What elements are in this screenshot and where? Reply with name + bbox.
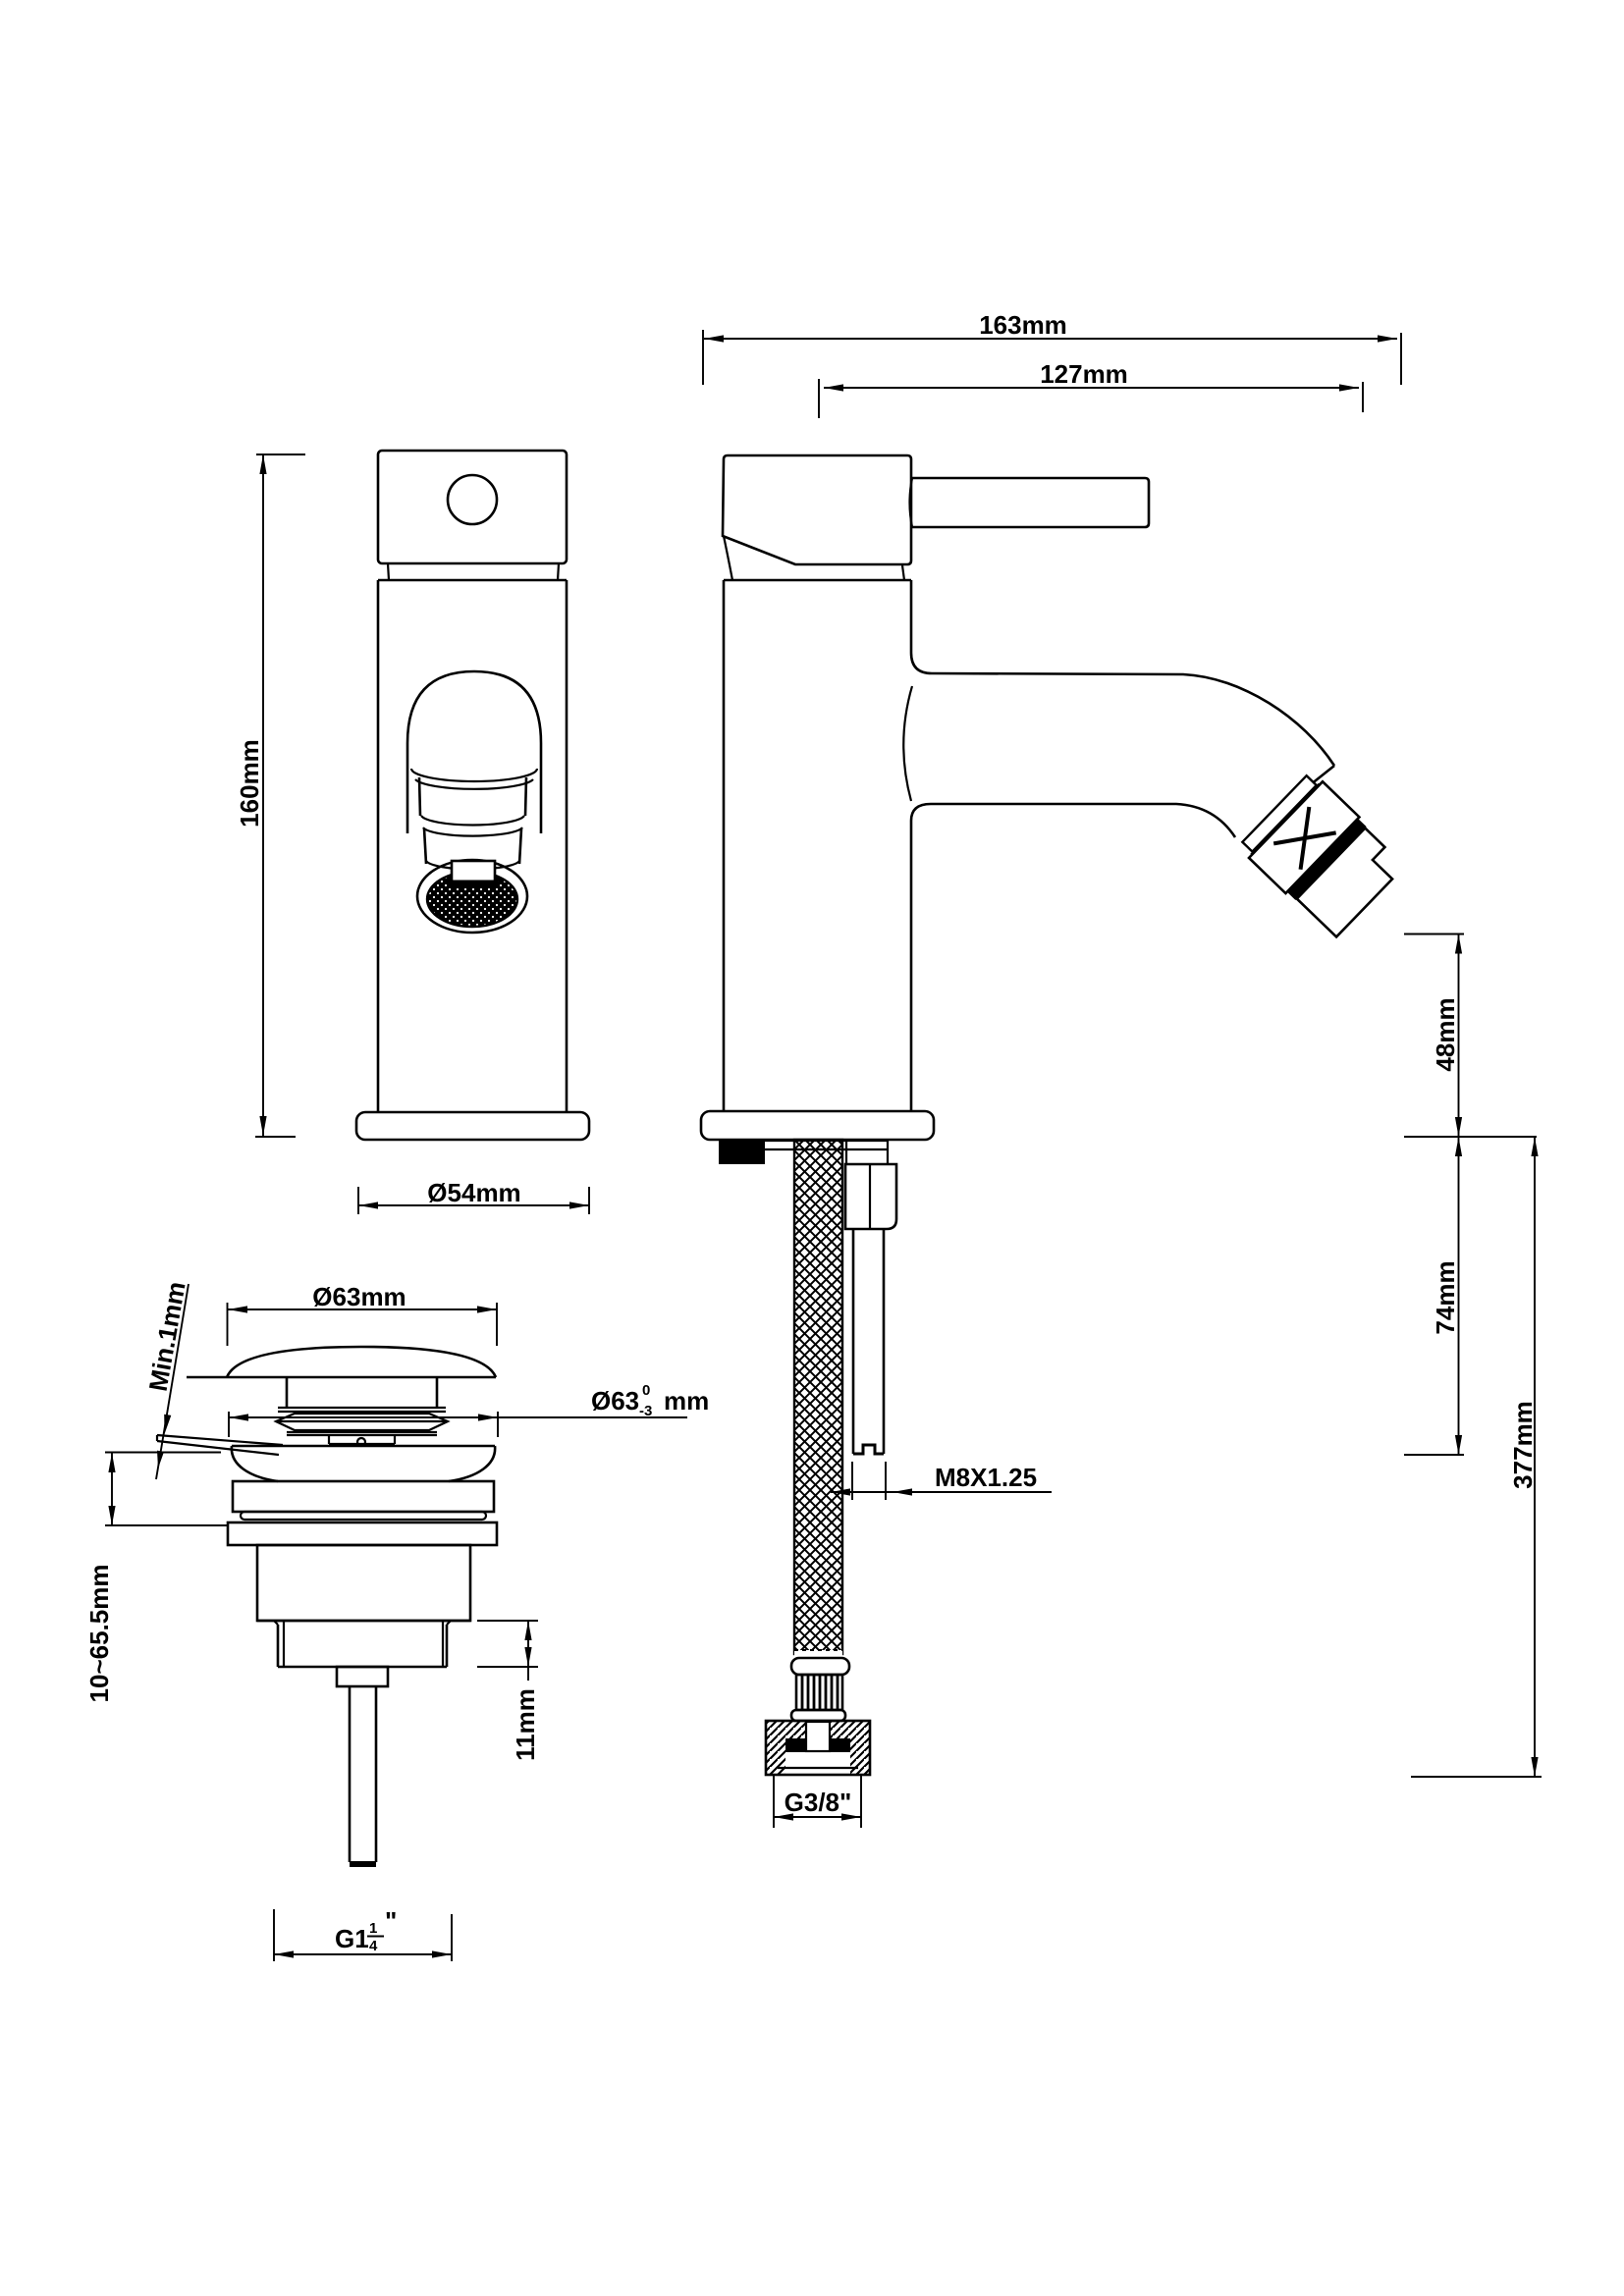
svg-text:G1: G1	[335, 1924, 369, 1953]
svg-text:M8X1.25: M8X1.25	[935, 1463, 1037, 1492]
svg-text:Ø63mm: Ø63mm	[312, 1282, 406, 1311]
svg-text:Ø63: Ø63	[591, 1386, 639, 1415]
svg-text:4: 4	[369, 1938, 378, 1954]
svg-text:127mm: 127mm	[1040, 359, 1128, 389]
svg-text:Ø54mm: Ø54mm	[427, 1178, 520, 1207]
svg-text:163mm: 163mm	[979, 310, 1067, 340]
svg-text:10~65.5mm: 10~65.5mm	[84, 1565, 114, 1703]
svg-text:-3: -3	[639, 1403, 652, 1419]
svg-text:48mm: 48mm	[1431, 997, 1460, 1071]
svg-text:160mm: 160mm	[235, 739, 264, 828]
svg-text:377mm: 377mm	[1508, 1401, 1538, 1489]
svg-text:1: 1	[369, 1920, 377, 1937]
svg-text:74mm: 74mm	[1431, 1260, 1460, 1334]
svg-text:G3/8": G3/8"	[785, 1788, 852, 1817]
svg-text:0: 0	[642, 1382, 650, 1399]
svg-text:11mm: 11mm	[511, 1688, 540, 1761]
svg-text:mm: mm	[664, 1386, 709, 1415]
svg-text:": "	[385, 1906, 397, 1936]
